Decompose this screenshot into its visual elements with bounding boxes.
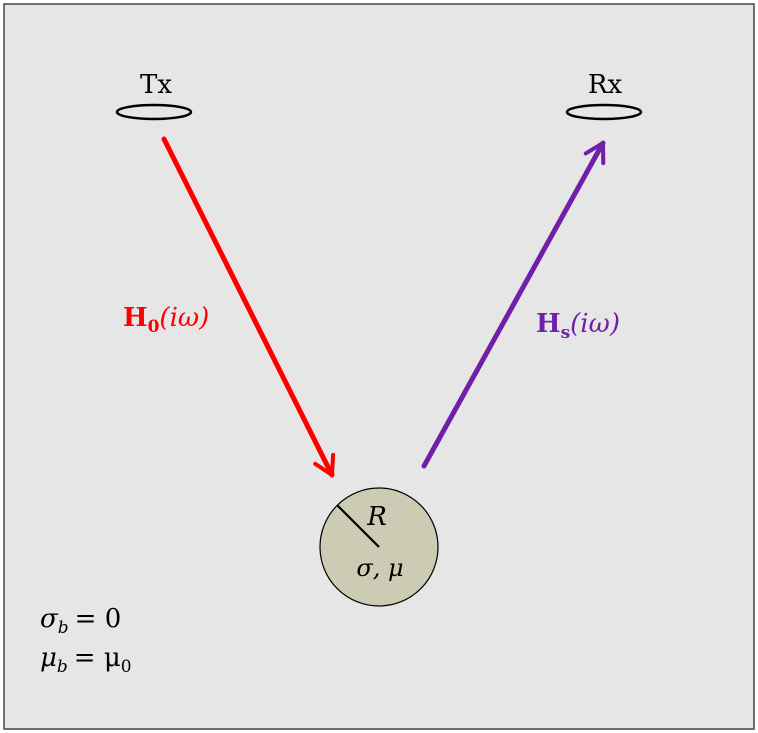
secondary-field-label: Hs(iω)	[536, 309, 620, 343]
primary-field-subscript: 0	[148, 317, 160, 337]
background-sigma-value: = 0	[75, 604, 122, 634]
sphere-radius-line	[336, 504, 380, 548]
receiver: Rx	[565, 70, 643, 121]
background-mu-value: = μ	[74, 643, 121, 673]
background-mu-symbol: μ	[40, 643, 57, 673]
background-mu-label: μb = μ0	[40, 643, 132, 677]
secondary-field-argument: (iω)	[570, 309, 620, 339]
background-sigma-label: σb = 0	[40, 604, 121, 638]
transmitter: Tx	[115, 70, 193, 121]
secondary-field-subscript: s	[561, 323, 571, 343]
primary-field-arrow	[161, 136, 336, 478]
primary-field-label: H0(iω)	[123, 303, 209, 337]
background-mu-subscript: b	[57, 657, 68, 677]
transmitter-loop-icon	[115, 103, 193, 121]
receiver-label: Rx	[588, 70, 623, 100]
transmitter-label: Tx	[140, 70, 172, 100]
sphere-properties-label: σ, μ	[356, 554, 403, 582]
background-mu-value-subscript: 0	[121, 657, 132, 677]
background-panel	[3, 3, 755, 730]
receiver-loop-icon	[565, 103, 643, 121]
primary-field-symbol: H	[123, 303, 148, 333]
primary-field-argument: (iω)	[159, 303, 209, 333]
sphere-radius-label: R	[366, 502, 387, 532]
background-sigma-subscript: b	[58, 618, 69, 638]
secondary-field-symbol: H	[536, 309, 561, 339]
secondary-field-arrow	[421, 140, 606, 469]
background-sigma-symbol: σ	[40, 604, 59, 634]
conductive-sphere: R σ, μ	[319, 487, 439, 607]
